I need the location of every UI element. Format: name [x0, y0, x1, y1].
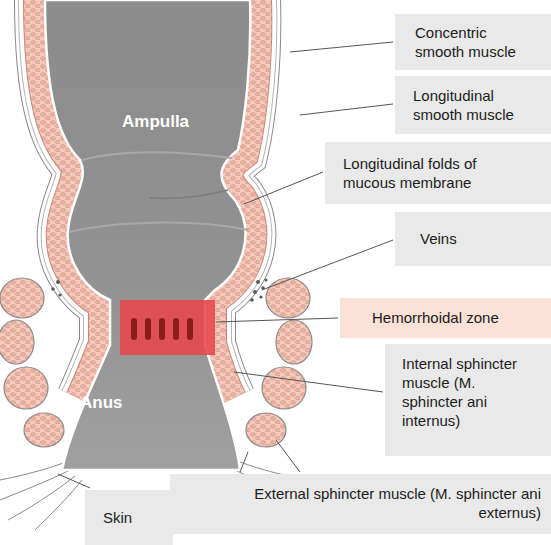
region-label: Ampulla [122, 112, 189, 132]
part-label: Longitudinal smooth muscle [413, 86, 538, 124]
part-label: Skin [103, 508, 168, 527]
rectal-lumen [45, 0, 250, 470]
label-panel: Longitudinal folds of mucous membrane [325, 142, 551, 204]
part-label: Internal sphincter muscle (M. sphincter … [402, 354, 530, 430]
part-label: Concentric smooth muscle [415, 23, 533, 61]
label-panel: Veins [395, 212, 551, 266]
leader-lines [58, 42, 393, 488]
region-label: Anus [80, 393, 123, 413]
label-panel: Concentric smooth muscle [395, 14, 551, 70]
label-panel: External sphincter muscle (M. sphincter … [170, 474, 551, 534]
label-panel: Hemorrhoidal zone [340, 298, 551, 338]
hemorrhoidal-zone [120, 300, 215, 355]
label-panel: Skin [85, 490, 173, 545]
part-label: Hemorrhoidal zone [372, 308, 547, 327]
part-label: Veins [420, 229, 545, 248]
label-panel: Internal sphincter muscle (M. sphincter … [385, 344, 551, 456]
veins [51, 279, 267, 302]
part-label: Longitudinal folds of mucous membrane [343, 154, 518, 192]
label-panel: Longitudinal smooth muscle [395, 76, 551, 134]
mucosal-folds [70, 152, 248, 232]
part-label: External sphincter muscle (M. sphincter … [211, 484, 541, 522]
